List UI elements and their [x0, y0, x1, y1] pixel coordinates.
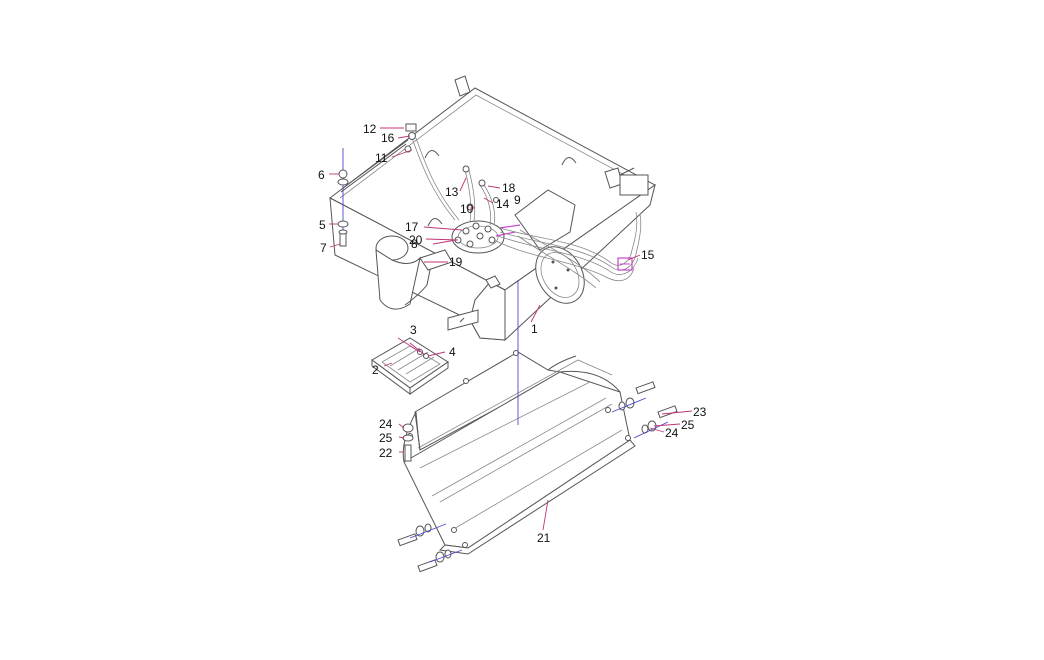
guard-fasteners — [397, 381, 678, 573]
callout-9: 9 — [514, 193, 521, 207]
callout-7: 7 — [320, 241, 327, 255]
callout-4: 4 — [449, 345, 456, 359]
fuel-tank — [329, 75, 656, 342]
callout-8: 8 — [411, 237, 418, 251]
callout-13: 13 — [445, 185, 459, 199]
callout-20: 20 — [409, 233, 423, 247]
callout-1: 1 — [531, 322, 538, 336]
callout-12: 12 — [363, 122, 377, 136]
callout-6: 6 — [318, 168, 325, 182]
callout-14: 14 — [496, 197, 510, 211]
callout-24-right: 24 — [665, 426, 679, 440]
callout-10: 10 — [460, 202, 474, 216]
callout-18: 18 — [502, 181, 516, 195]
callout-17: 17 — [405, 220, 419, 234]
callout-22: 22 — [379, 446, 393, 460]
callout-24-left: 24 — [379, 417, 393, 431]
callout-3: 3 — [410, 323, 417, 337]
callout-11: 11 — [375, 151, 388, 165]
callout-19: 19 — [449, 255, 463, 269]
callout-23: 23 — [693, 405, 707, 419]
strap-hardware — [337, 139, 409, 247]
leader-lines — [329, 127, 693, 531]
callout-21: 21 — [537, 531, 551, 545]
callout-5: 5 — [319, 218, 326, 232]
callout-2: 2 — [372, 363, 379, 377]
tank-pad — [371, 337, 449, 395]
hose-harness — [404, 123, 642, 289]
guard-plate — [402, 350, 636, 555]
callout-labels: 1 2 3 4 5 6 7 8 9 10 11 12 13 14 15 16 1… — [318, 122, 707, 545]
callout-15: 15 — [641, 248, 655, 262]
callout-25-right: 25 — [681, 418, 695, 432]
callout-25-left: 25 — [379, 431, 393, 445]
callout-16: 16 — [381, 131, 395, 145]
